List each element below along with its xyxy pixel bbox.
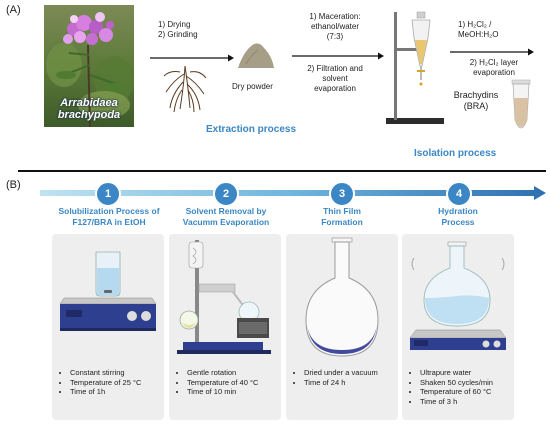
product-abbrev: (BRA) bbox=[463, 101, 489, 111]
list-item: Dried under a vacuum bbox=[304, 368, 408, 378]
step-drying: 1) Drying bbox=[158, 20, 191, 29]
panel-divider bbox=[18, 170, 546, 172]
step-layer: 2) H₂Cl₂ layer bbox=[469, 58, 519, 67]
list-item: Temperature of 40 °C bbox=[187, 378, 291, 388]
list-item: Time of 1h bbox=[70, 387, 174, 397]
list-item: Time of 24 h bbox=[304, 378, 408, 388]
rotary-evaporator-icon bbox=[177, 240, 271, 354]
step-1-box: Constant stirring Temperature of 25 °C T… bbox=[52, 234, 164, 420]
roots-icon bbox=[163, 65, 207, 113]
round-flask-icon bbox=[305, 237, 379, 357]
list-item: Shaken 50 cycles/min bbox=[420, 378, 524, 388]
timeline-arrow bbox=[40, 186, 546, 200]
panel-a-label: (A) bbox=[6, 4, 21, 16]
list-item: Gentle rotation bbox=[187, 368, 291, 378]
sample-tube-icon bbox=[511, 79, 531, 129]
step-3-bullets: Dried under a vacuum Time of 24 h bbox=[294, 368, 408, 387]
step-1-bullets: Constant stirring Temperature of 25 °C T… bbox=[60, 368, 174, 397]
step-3-box: Dried under a vacuum Time of 24 h bbox=[286, 234, 398, 420]
step-3-title: Thin Film Formation bbox=[321, 206, 363, 227]
step-4-bullets: Ultrapure water Shaken 50 cycles/min Tem… bbox=[410, 368, 524, 406]
hot-plate-stirrer-icon bbox=[59, 251, 157, 331]
step-1-title: Solubilization Process of F127/BRA in Et… bbox=[58, 206, 160, 227]
step-filtration: 2) Filtration and bbox=[307, 64, 363, 73]
step-grinding: 2) Grinding bbox=[158, 30, 198, 39]
arrow-1 bbox=[150, 54, 234, 62]
arrow-2 bbox=[292, 52, 384, 60]
step-4-title: Hydration Process bbox=[438, 206, 478, 227]
plant-photo: Arrabidaea brachypoda bbox=[44, 5, 134, 128]
step-2-circle: 2 bbox=[213, 181, 239, 207]
step-2-box: Gentle rotation Temperature of 40 °C Tim… bbox=[169, 234, 281, 420]
dry-powder-icon bbox=[238, 43, 274, 68]
step-2-bullets: Gentle rotation Temperature of 40 °C Tim… bbox=[177, 368, 291, 397]
list-item: Temperature of 25 °C bbox=[70, 378, 174, 388]
product-name: Brachydins bbox=[453, 90, 499, 100]
orbital-shaker-icon bbox=[409, 241, 507, 350]
step-solvent-mix: ethanol/water bbox=[310, 22, 360, 31]
step-ratio: (7:3) bbox=[326, 32, 344, 41]
arrow-3 bbox=[450, 48, 534, 56]
step-4-circle: 4 bbox=[446, 181, 472, 207]
separatory-funnel-icon bbox=[386, 11, 444, 124]
list-item: Time of 10 min bbox=[187, 387, 291, 397]
list-item: Temperature of 60 °C bbox=[420, 387, 524, 397]
step-1-circle: 1 bbox=[95, 181, 121, 207]
plant-caption-species: brachypoda bbox=[57, 109, 121, 121]
step-3-circle: 3 bbox=[329, 181, 355, 207]
list-item: Constant stirring bbox=[70, 368, 174, 378]
list-item: Time of 3 h bbox=[420, 397, 524, 407]
step-layer-evaporation: evaporation bbox=[473, 68, 515, 77]
step-evaporation: evaporation bbox=[314, 84, 356, 93]
plant-caption-genus: Arrabidaea bbox=[60, 97, 118, 109]
step-solvent: solvent bbox=[322, 74, 348, 83]
step-4-box: Ultrapure water Shaken 50 cycles/min Tem… bbox=[402, 234, 514, 420]
step-2-title: Solvent Removal by Vacumm Evaporation bbox=[182, 206, 270, 227]
step-methanol-water: MeOH:H₂O bbox=[458, 30, 499, 39]
step-maceration: 1) Maceration: bbox=[309, 12, 361, 21]
step-dichloromethane: 1) H₂Cl₂ / bbox=[458, 20, 492, 29]
extraction-process-title: Extraction process bbox=[206, 124, 297, 135]
dry-powder-label: Dry powder bbox=[232, 82, 273, 91]
list-item: Ultrapure water bbox=[420, 368, 524, 378]
panel-b-label: (B) bbox=[6, 179, 21, 191]
isolation-process-title: Isolation process bbox=[414, 148, 497, 159]
